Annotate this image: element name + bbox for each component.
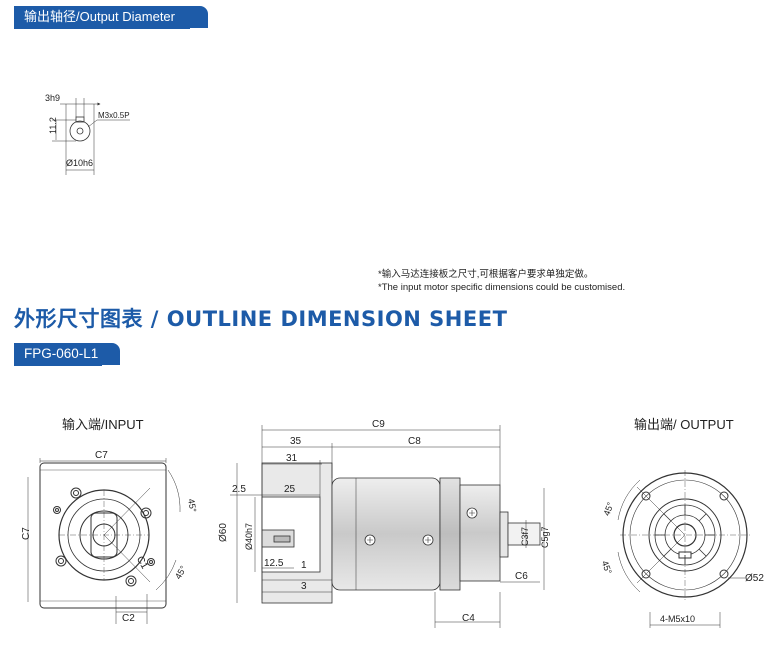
side-dim-12-5: 12.5 bbox=[264, 558, 284, 569]
side-dim-c3: C3f7 bbox=[520, 527, 530, 546]
input-dim-c1: C1 bbox=[134, 555, 150, 572]
side-dim-c6: C6 bbox=[515, 571, 528, 582]
input-view-label: 输入端/INPUT bbox=[62, 417, 144, 432]
shaft-key-width: 3h9 bbox=[45, 93, 60, 103]
side-dim-3: 3 bbox=[301, 581, 307, 592]
output-angle-top: 45° bbox=[601, 501, 615, 518]
sheet-title: 外形尺寸图表 / OUTLINE DIMENSION SHEET bbox=[14, 307, 508, 331]
section-tag-output-diameter: 输出轴径/Output Diameter bbox=[14, 6, 208, 28]
shaft-diameter: Ø10h6 bbox=[66, 158, 93, 168]
side-dim-c8: C8 bbox=[408, 436, 421, 447]
side-dim-31: 31 bbox=[286, 453, 298, 464]
side-dim-c9: C9 bbox=[372, 419, 385, 430]
input-flange-drawing bbox=[27, 458, 181, 624]
side-dim-d40: Ø40h7 bbox=[244, 523, 254, 550]
input-dim-c7-top: C7 bbox=[95, 450, 108, 461]
shaft-thread: M3x0.5P bbox=[98, 111, 130, 120]
side-dim-35: 35 bbox=[290, 436, 302, 447]
model-tag-underline bbox=[14, 365, 102, 366]
side-dim-2-5: 2.5 bbox=[232, 484, 246, 495]
input-dim-c7-side: C7 bbox=[21, 527, 32, 540]
note-cn: *输入马达连接板之尺寸,可根据客户要求单独定做。 bbox=[378, 269, 594, 280]
tag-underline bbox=[14, 28, 190, 29]
side-view-drawing bbox=[230, 425, 545, 628]
output-dim-holes: 4-M5x10 bbox=[660, 614, 695, 624]
side-dim-c5: C5g7 bbox=[540, 526, 550, 548]
side-dim-c4: C4 bbox=[462, 613, 475, 624]
output-flange-drawing bbox=[617, 470, 750, 628]
input-angle-bottom: 45° bbox=[173, 564, 189, 581]
input-dim-c2: C2 bbox=[122, 613, 135, 624]
side-dim-25: 25 bbox=[284, 484, 296, 495]
output-dim-d52: Ø52 bbox=[745, 573, 764, 584]
side-dim-d60: Ø60 bbox=[218, 523, 229, 542]
output-view-label: 输出端/ OUTPUT bbox=[634, 417, 734, 432]
shaft-detail-drawing bbox=[52, 98, 130, 175]
output-angle-bottom: 45° bbox=[600, 559, 614, 576]
model-tag: FPG-060-L1 bbox=[14, 343, 120, 365]
note-en: *The input motor specific dimensions cou… bbox=[378, 282, 626, 293]
side-dim-1: 1 bbox=[301, 560, 307, 571]
input-angle-top: 45° bbox=[186, 498, 198, 514]
shaft-key-height: 11.2 bbox=[48, 117, 58, 134]
